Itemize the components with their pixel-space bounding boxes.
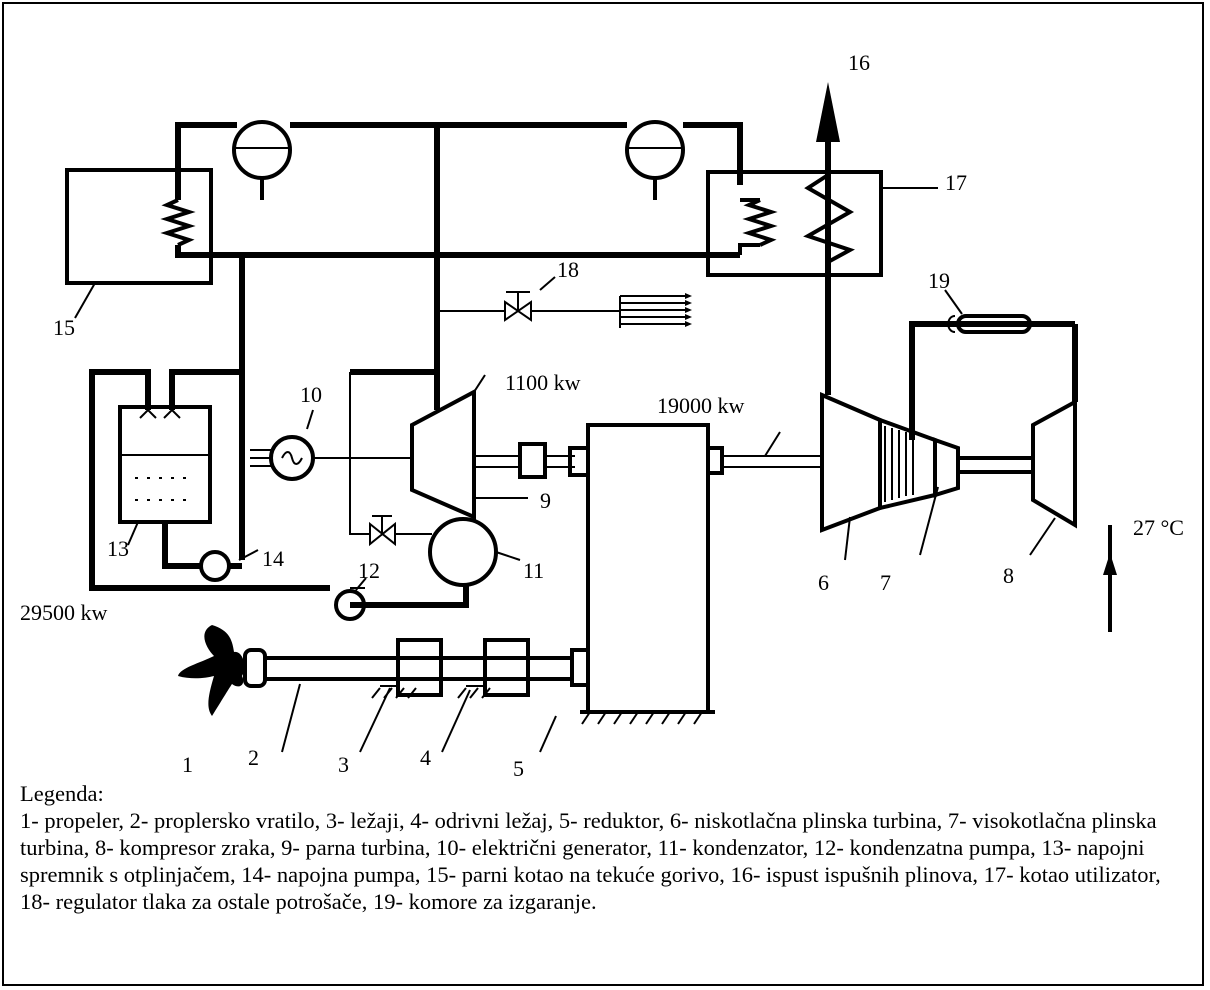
- deaerator-tank: [89, 369, 330, 591]
- condenser-valve: [369, 515, 432, 547]
- label-exhaust: 16: [848, 50, 870, 75]
- exhaust-outlet: [803, 82, 855, 395]
- condensate-pump: [334, 577, 367, 621]
- hp-gas-turbine: [878, 417, 960, 556]
- label-propeller-shaft: 2: [248, 745, 259, 770]
- label-waste-heat-boiler: 17: [945, 170, 967, 195]
- label-compressor: 8: [1003, 563, 1014, 588]
- label-condenser: 11: [523, 558, 544, 583]
- electric-generator: [250, 409, 412, 481]
- reduction-gear: [570, 423, 822, 725]
- air-compressor: [1029, 324, 1078, 556]
- label-propeller: 1: [182, 752, 193, 777]
- label-condensate-pump: 12: [358, 558, 380, 583]
- legend-title: Legenda:: [20, 781, 104, 806]
- pressure-regulator: [437, 276, 692, 328]
- label-deaerator: 13: [107, 536, 129, 561]
- legend-text: 1- propeler, 2- proplersko vratilo, 3- l…: [20, 808, 1161, 914]
- label-pressure-regulator: 18: [557, 257, 579, 282]
- label-steam-turbine: 9: [540, 488, 551, 513]
- label-feed-pump: 14: [262, 546, 284, 571]
- waste-heat-boiler: [706, 170, 883, 277]
- label-reduction-gear: 5: [513, 756, 524, 781]
- label-lp-turbine: 6: [818, 570, 829, 595]
- combustion-chamber: [909, 289, 1075, 440]
- label-air-temperature: 27 °C: [1133, 515, 1184, 540]
- steam-drum-left: [232, 120, 292, 200]
- bearings: [359, 638, 443, 753]
- label-oil-boiler: 15: [53, 315, 75, 340]
- label-power-29500: 29500 kw: [20, 600, 108, 625]
- label-power-1100: 1100 kw: [505, 370, 581, 395]
- gear-leader: [539, 715, 557, 753]
- label-generator: 10: [300, 382, 322, 407]
- thrust-bearing: [441, 638, 530, 753]
- label-combustion-chamber: 19: [928, 268, 950, 293]
- propeller: [178, 625, 245, 716]
- feed-pump: [199, 549, 259, 582]
- label-hp-turbine: 7: [880, 570, 891, 595]
- legend: Legenda: 1- propeler, 2- proplersko vrat…: [20, 780, 1195, 915]
- steam-drum-right: [625, 120, 685, 200]
- oil-fired-boiler: [65, 122, 237, 285]
- lp-gas-turbine: [820, 391, 882, 561]
- condenser: [350, 517, 521, 608]
- air-inlet-arrow: [1103, 525, 1117, 632]
- label-bearings: 3: [338, 752, 349, 777]
- propeller-shaft: [243, 648, 572, 753]
- label-power-19000: 19000 kw: [657, 393, 745, 418]
- label-thrust-bearing: 4: [420, 745, 431, 770]
